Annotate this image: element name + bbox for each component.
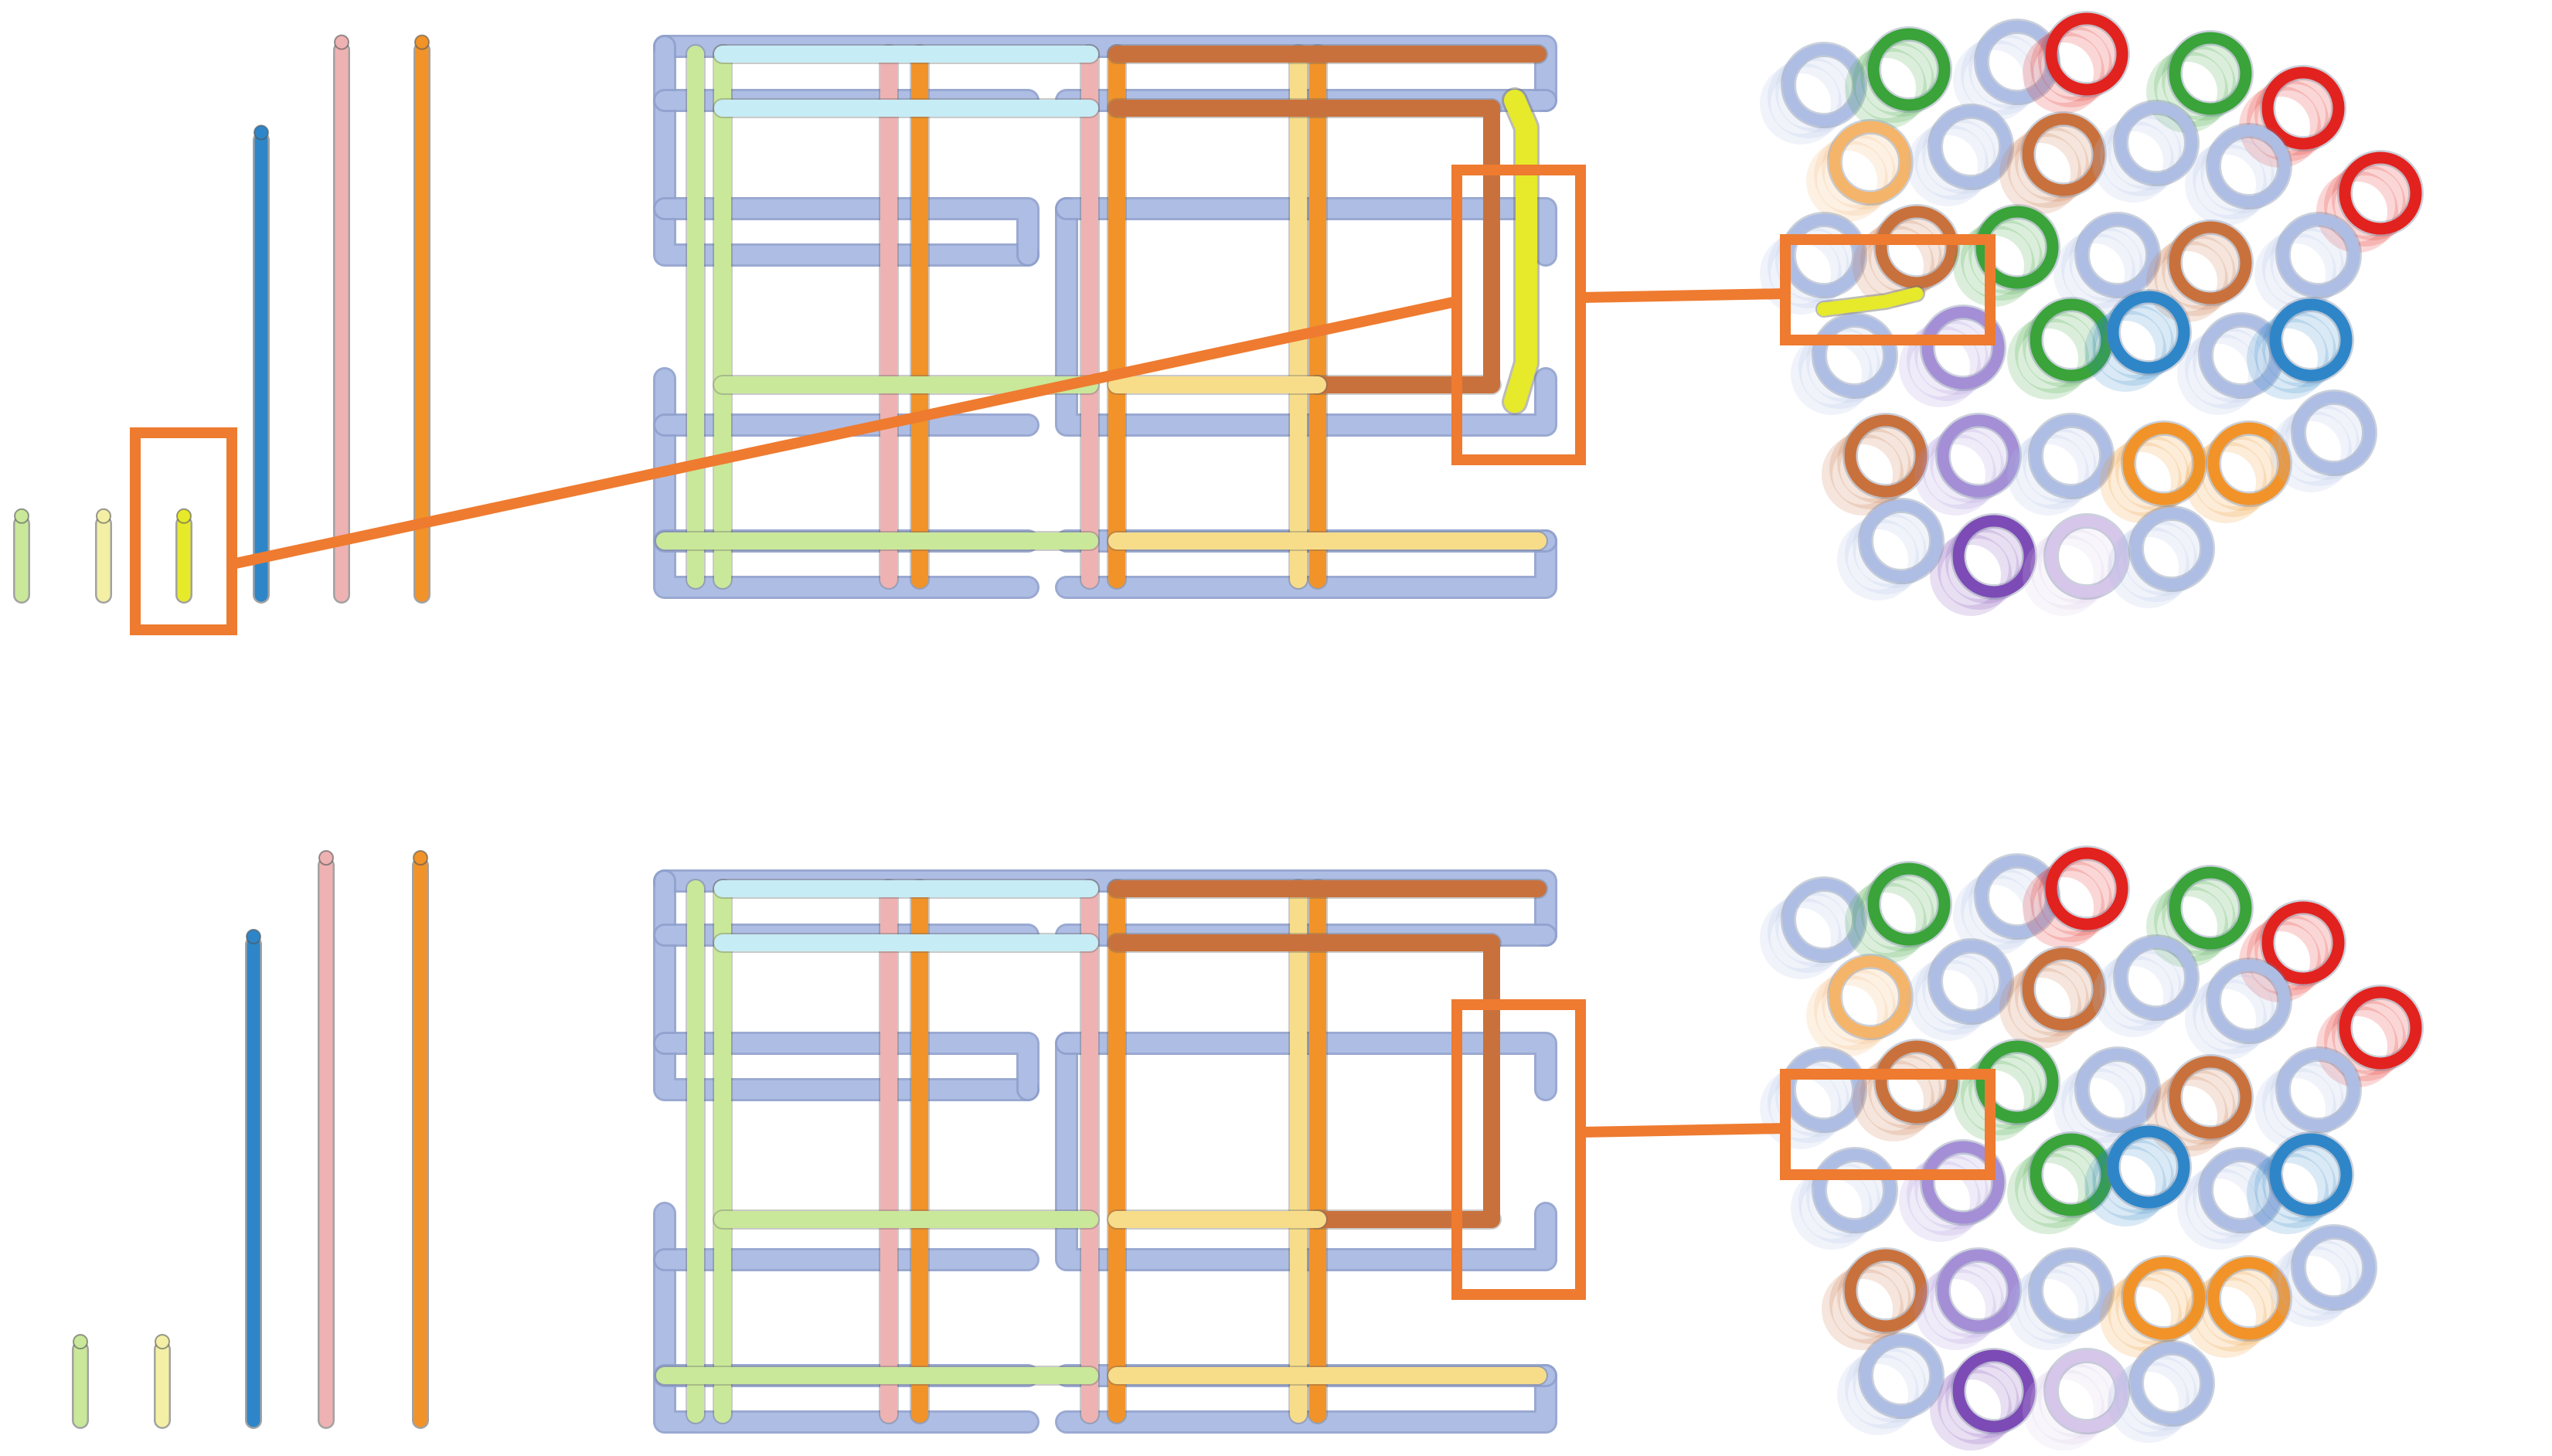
helix-2-green bbox=[1845, 861, 1952, 964]
helix-28-orange bbox=[2100, 420, 2207, 523]
helix-25-brown bbox=[1822, 413, 1929, 515]
helix-25-brown bbox=[1822, 1247, 1929, 1350]
helix-31-purple bbox=[1930, 513, 2037, 616]
helix-12-red bbox=[2316, 150, 2424, 253]
helix-8-scaffold bbox=[1907, 938, 2014, 1041]
helix-19-scaffold bbox=[1791, 1147, 1898, 1250]
helix-32-lavender bbox=[2023, 513, 2130, 616]
staple-bar-blue bbox=[245, 928, 262, 1429]
helix-20-lilac bbox=[1899, 304, 2006, 407]
helix-4-red bbox=[2023, 845, 2130, 948]
helix-34-scaffold bbox=[1837, 498, 1945, 600]
helix-17-brown bbox=[2146, 219, 2254, 322]
helix-27-scaffold bbox=[2007, 1247, 2115, 1350]
helix-34-scaffold bbox=[1837, 1332, 1945, 1435]
helix-7-light_orange bbox=[1806, 119, 1914, 222]
helix-32-lavender bbox=[2023, 1348, 2130, 1451]
scaffold-path-7 bbox=[655, 1034, 1037, 1099]
helix-bundle-3d bbox=[1760, 11, 2424, 616]
helix-5-green bbox=[2146, 30, 2254, 133]
staple-bar-pink bbox=[318, 850, 335, 1429]
helix-33-scaffold bbox=[2108, 505, 2215, 608]
highlight-annotations bbox=[130, 165, 1996, 635]
helix-20-lilac bbox=[1899, 1139, 2006, 1242]
staple-bar-blue bbox=[253, 124, 270, 604]
helix-11-scaffold bbox=[2185, 123, 2292, 226]
panel-top bbox=[13, 11, 2424, 635]
helix-30-scaffold bbox=[2270, 390, 2377, 492]
helix-18-scaffold bbox=[2254, 212, 2362, 315]
helix-10-scaffold bbox=[2092, 934, 2200, 1037]
scaffold-path-6 bbox=[1057, 199, 1555, 264]
helix-11-scaffold bbox=[2185, 958, 2292, 1060]
highlight-annotations bbox=[1451, 999, 1996, 1300]
helix-17-brown bbox=[2146, 1054, 2254, 1157]
staple-bar-pale_yellow bbox=[154, 1334, 171, 1429]
helix-7-light_orange bbox=[1806, 954, 1914, 1056]
scaffold-path-7 bbox=[655, 199, 1037, 264]
helix-10-scaffold bbox=[2092, 100, 2200, 202]
helix-26-lilac bbox=[1914, 413, 2022, 515]
helix-29-orange bbox=[2185, 1255, 2292, 1358]
scaffold-path-6 bbox=[1057, 1034, 1555, 1099]
helix-30-scaffold bbox=[2270, 1224, 2377, 1327]
highlight-box-map bbox=[1451, 999, 1586, 1300]
helix-1-scaffold bbox=[1760, 876, 1867, 979]
connector-map-to-bundle bbox=[1575, 288, 1791, 303]
helix-31-purple bbox=[1930, 1348, 2037, 1451]
highlight-box-staple bbox=[130, 427, 237, 635]
helix-19-scaffold bbox=[1791, 312, 1898, 415]
helix-22-blue bbox=[2084, 289, 2192, 392]
helix-21-green bbox=[2007, 1131, 2115, 1234]
staple-length-bars bbox=[13, 34, 430, 604]
staple-length-bars bbox=[72, 850, 429, 1429]
helix-28-orange bbox=[2100, 1255, 2207, 1358]
scaffold-path-3 bbox=[655, 1204, 1037, 1431]
scaffold-path-2 bbox=[655, 872, 1037, 1099]
panel-bottom bbox=[72, 845, 2424, 1451]
inserted-staple-3d bbox=[1815, 285, 1925, 318]
helix-26-lilac bbox=[1914, 1247, 2022, 1350]
helix-27-scaffold bbox=[2007, 413, 2115, 515]
staple-bar-pale_yellow bbox=[95, 508, 112, 604]
staple-bar-orange bbox=[413, 34, 430, 604]
connector-staple-to-map bbox=[226, 296, 1462, 570]
staple-bar-lime bbox=[72, 1334, 89, 1429]
helix-15-green bbox=[1953, 204, 2060, 307]
helix-18-scaffold bbox=[2254, 1046, 2362, 1149]
helix-24-blue bbox=[2247, 1131, 2354, 1234]
scaffold-path-3 bbox=[655, 369, 1037, 597]
helix-33-scaffold bbox=[2108, 1340, 2215, 1443]
helix-23-scaffold bbox=[2177, 312, 2285, 415]
helix-9-brown bbox=[1999, 946, 2107, 1049]
helix-8-scaffold bbox=[1907, 104, 2014, 206]
connector-map-to-bundle bbox=[1575, 1123, 1791, 1138]
helix-bundle-3d bbox=[1760, 845, 2424, 1451]
helix-22-blue bbox=[2084, 1124, 2192, 1226]
helix-29-orange bbox=[2185, 420, 2292, 523]
helix-24-blue bbox=[2247, 297, 2354, 400]
helix-16-scaffold bbox=[2054, 212, 2161, 315]
scaffold-path-4 bbox=[1057, 532, 1555, 597]
helix-2-green bbox=[1845, 26, 1952, 129]
scaffold-layout-map bbox=[653, 35, 1557, 599]
scaffold-path-2 bbox=[655, 37, 1037, 264]
scaffold-layout-map bbox=[653, 869, 1557, 1434]
helix-9-brown bbox=[1999, 111, 2107, 214]
staple-bar-yellow bbox=[175, 508, 192, 604]
staple-bar-pink bbox=[333, 34, 350, 604]
helix-14-brown bbox=[1853, 1039, 1960, 1141]
helix-12-red bbox=[2316, 985, 2424, 1087]
helix-15-green bbox=[1953, 1039, 2060, 1141]
helix-4-red bbox=[2023, 11, 2130, 114]
helix-1-scaffold bbox=[1760, 42, 1867, 145]
highlight-box-map bbox=[1451, 165, 1586, 465]
helix-21-green bbox=[2007, 297, 2115, 400]
staple-bar-orange bbox=[412, 850, 429, 1429]
helix-5-green bbox=[2146, 865, 2254, 968]
staple-bar-lime bbox=[13, 508, 30, 604]
inserted-staple bbox=[1502, 87, 1540, 415]
scaffold-path-4 bbox=[1057, 1366, 1555, 1431]
